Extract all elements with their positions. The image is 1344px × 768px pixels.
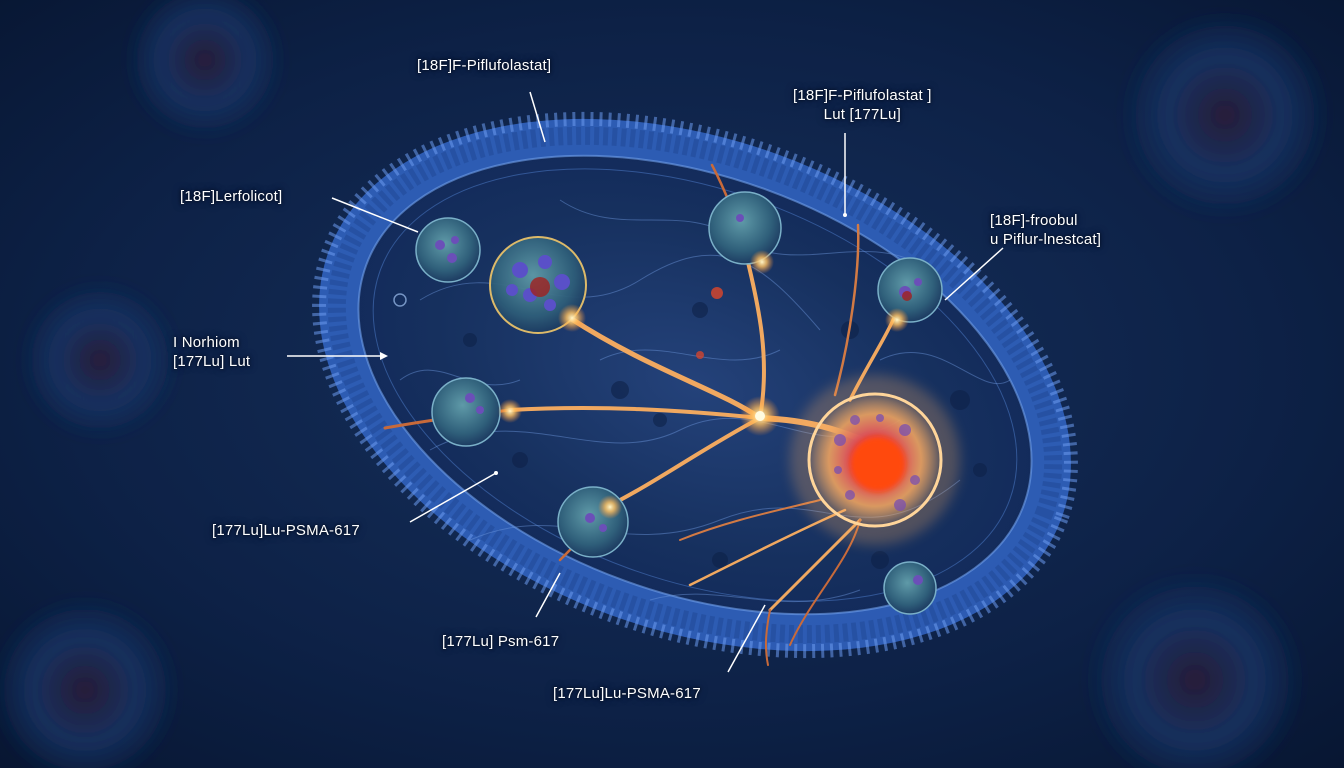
label-top-center: [18F]F-Piflufolastat] [417, 56, 551, 75]
label-bottom-center: [177Lu] Psm-617 [442, 632, 559, 651]
label-right: [18F]-froobul u Piflur-lnestcat] [990, 211, 1101, 249]
vesicle-top [708, 191, 782, 265]
bg-cell [0, 595, 180, 768]
label-bottom: [177Lu]Lu-PSMA-617 [553, 684, 701, 703]
label-text: Lut [177Lu] [823, 106, 901, 123]
bg-cell [125, 0, 285, 140]
bg-cell [1085, 570, 1305, 768]
vesicle-lower-left [557, 486, 629, 558]
label-text: [18F]Lerfolicot] [180, 188, 283, 205]
leader-arrowheads [380, 213, 847, 475]
label-top-right: [18F]F-Piflufolastat ] Lut [177Lu] [793, 86, 932, 124]
label-text: [18F]F-Piflufolastat ] [793, 87, 932, 104]
leader-line [727, 604, 766, 673]
label-left: I Norhiom [177Lu] Lut [173, 333, 250, 371]
label-text: [177Lu] Lut [173, 353, 251, 370]
nucleus [850, 436, 906, 492]
label-text: u Piflur-lnestcat] [990, 231, 1102, 248]
vesicle-left [431, 377, 501, 447]
neuron-soma [790, 375, 960, 545]
label-text: [18F]F-Piflufolastat] [417, 57, 552, 74]
bg-cell [1120, 10, 1330, 220]
bg-cell [20, 280, 180, 440]
leader-line [529, 91, 546, 143]
membrane-texture [327, 126, 1063, 644]
red-granule [696, 351, 704, 359]
leader-line [535, 572, 561, 618]
membrane-texture [312, 111, 1078, 659]
leader-lines [287, 91, 1004, 673]
leader-line [331, 197, 419, 233]
inner-membrane-edge [357, 154, 1033, 616]
label-text: I Norhiom [173, 334, 240, 351]
label-text: [177Lu]Lu-PSMA-617 [212, 522, 360, 539]
leader-line [409, 472, 497, 523]
label-text: [18F]-froobul [990, 212, 1078, 229]
red-granule [711, 287, 723, 299]
leader-line [944, 247, 1004, 301]
label-text: [177Lu]Lu-PSMA-617 [553, 685, 701, 702]
label-text: [177Lu] Psm-617 [442, 633, 560, 650]
vesicle-bottom-right [883, 561, 937, 615]
vesicle-upper-left [415, 217, 481, 283]
vesicle-right [877, 257, 943, 323]
label-upper-left: [18F]Lerfolicot] [180, 187, 282, 206]
small-vesicle [393, 293, 407, 307]
label-lower-left: [177Lu]Lu-PSMA-617 [212, 521, 360, 540]
glow-points [498, 250, 909, 519]
